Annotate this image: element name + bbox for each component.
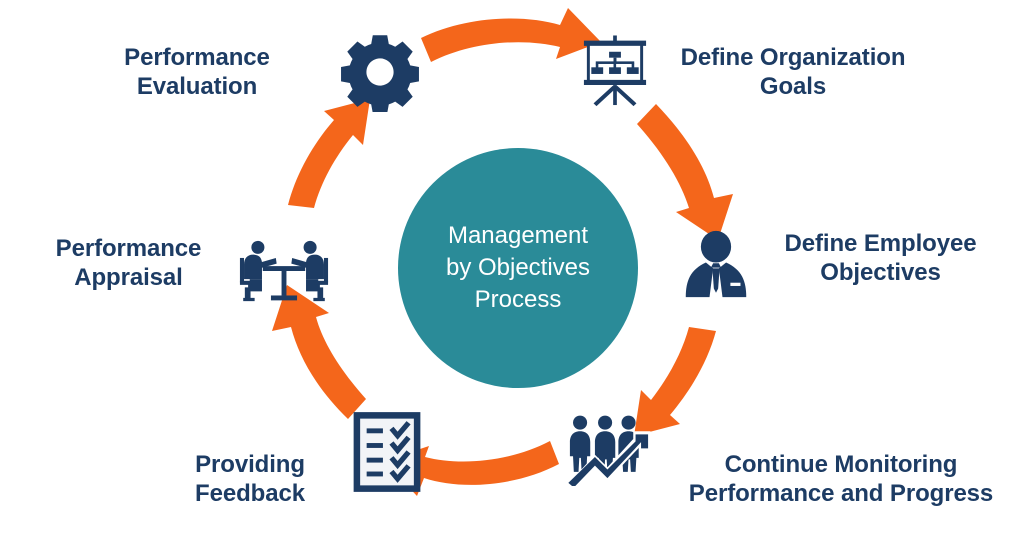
label-performance-appraisal: Performance Appraisal — [55, 235, 202, 292]
label-performance-evaluation: Performance Evaluation — [124, 44, 270, 101]
gear-icon — [340, 32, 420, 114]
arrow-appraisal-to-evaluation — [288, 99, 370, 208]
two-people-at-table-icon — [238, 240, 330, 302]
arrow-monitoring-to-feedback — [384, 441, 559, 496]
arrow-feedback-to-appraisal — [272, 285, 366, 419]
label-continue-monitoring: Continue Monitoring Performance and Prog… — [688, 451, 994, 508]
label-providing-feedback: Providing Feedback — [195, 451, 305, 508]
arrow-evaluation-to-goals — [421, 8, 601, 62]
label-define-organization-goals: Define Organization Goals — [680, 44, 906, 101]
businessman-icon — [680, 228, 752, 300]
checklist-clipboard-icon — [352, 410, 422, 494]
people-growth-chart-icon — [566, 414, 652, 493]
presentation-board-org-chart-icon — [578, 34, 652, 108]
arrow-objectives-to-monitoring — [634, 327, 716, 436]
arrow-goals-to-objectives — [637, 104, 733, 240]
center-circle: Management by Objectives Process — [398, 148, 638, 388]
center-title: Management by Objectives Process — [445, 222, 591, 313]
label-define-employee-objectives: Define Employee Objectives — [784, 230, 977, 287]
